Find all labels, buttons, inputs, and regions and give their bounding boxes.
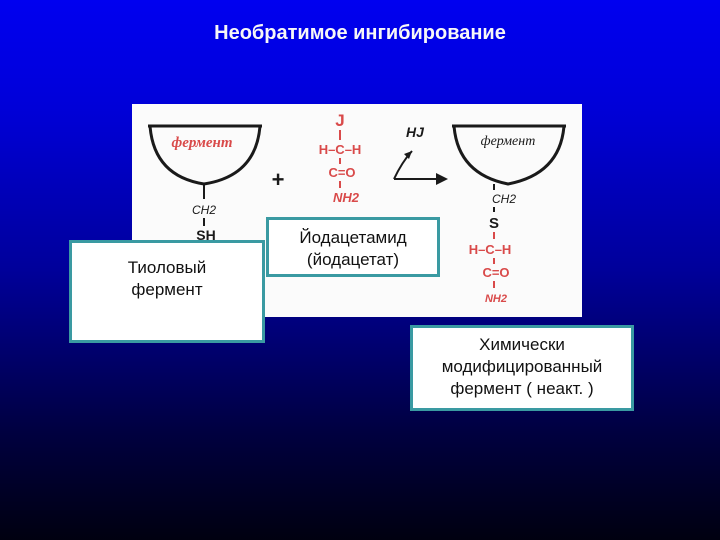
reaction-scheme-drawing: фермент CH2 SH + J H–C–H C=O NH2 HJ ферм… bbox=[148, 111, 566, 305]
left-enzyme-bowl bbox=[148, 124, 262, 186]
thiol-enzyme-line-2: фермент bbox=[131, 280, 203, 299]
thiol-enzyme-line-1: Тиоловый bbox=[127, 258, 207, 277]
right-co: C=O bbox=[482, 265, 509, 280]
left-sh: SH bbox=[196, 227, 215, 243]
iodoacetamide-line-1: Йодацетамид bbox=[299, 228, 407, 247]
modified-enzyme-label-box: Химически модифицированный фермент ( неа… bbox=[410, 325, 634, 411]
right-hch: H–C–H bbox=[469, 242, 512, 257]
thiol-enzyme-label-box: Тиоловый фермент bbox=[69, 240, 265, 343]
right-enzyme-bowl bbox=[452, 124, 566, 186]
right-ch2: CH2 bbox=[492, 192, 516, 206]
modified-enzyme-line-2: модифицированный bbox=[441, 357, 603, 376]
reagent-iodine: J bbox=[335, 111, 344, 130]
byproduct-hj: HJ bbox=[406, 124, 425, 140]
reagent-nh2: NH2 bbox=[333, 190, 360, 205]
right-nh2: NH2 bbox=[485, 293, 507, 305]
modified-enzyme-line-1: Химически bbox=[479, 335, 565, 354]
iodoacetamide-line-2: (йодацетат) bbox=[306, 250, 400, 269]
right-s: S bbox=[489, 215, 499, 232]
left-enzyme-label: фермент bbox=[171, 135, 232, 151]
left-ch2: CH2 bbox=[192, 203, 216, 217]
plus-sign: + bbox=[272, 167, 285, 192]
modified-enzyme-line-3: фермент ( неакт. ) bbox=[450, 379, 594, 398]
reagent-co: C=O bbox=[328, 165, 355, 180]
page-title: Необратимое ингибирование bbox=[214, 22, 506, 44]
iodoacetamide-label-box: Йодацетамид (йодацетат) bbox=[266, 217, 440, 277]
reagent-hch: H–C–H bbox=[319, 142, 362, 157]
right-enzyme-label: фермент bbox=[481, 134, 536, 149]
